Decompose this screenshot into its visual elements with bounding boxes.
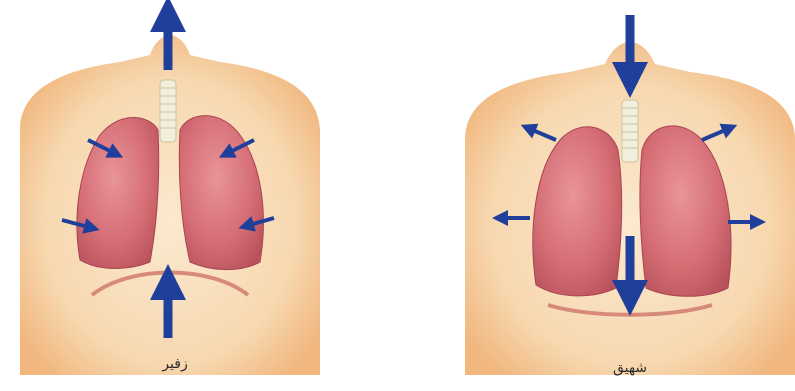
- torso-right: [465, 42, 795, 375]
- exhale-caption: زفير: [115, 356, 235, 372]
- exhale-panel: [20, 14, 320, 375]
- trachea-left: [160, 80, 176, 142]
- inhale-panel: [465, 15, 795, 375]
- inhale-caption: شهيق: [570, 360, 690, 376]
- trachea-right: [622, 100, 638, 162]
